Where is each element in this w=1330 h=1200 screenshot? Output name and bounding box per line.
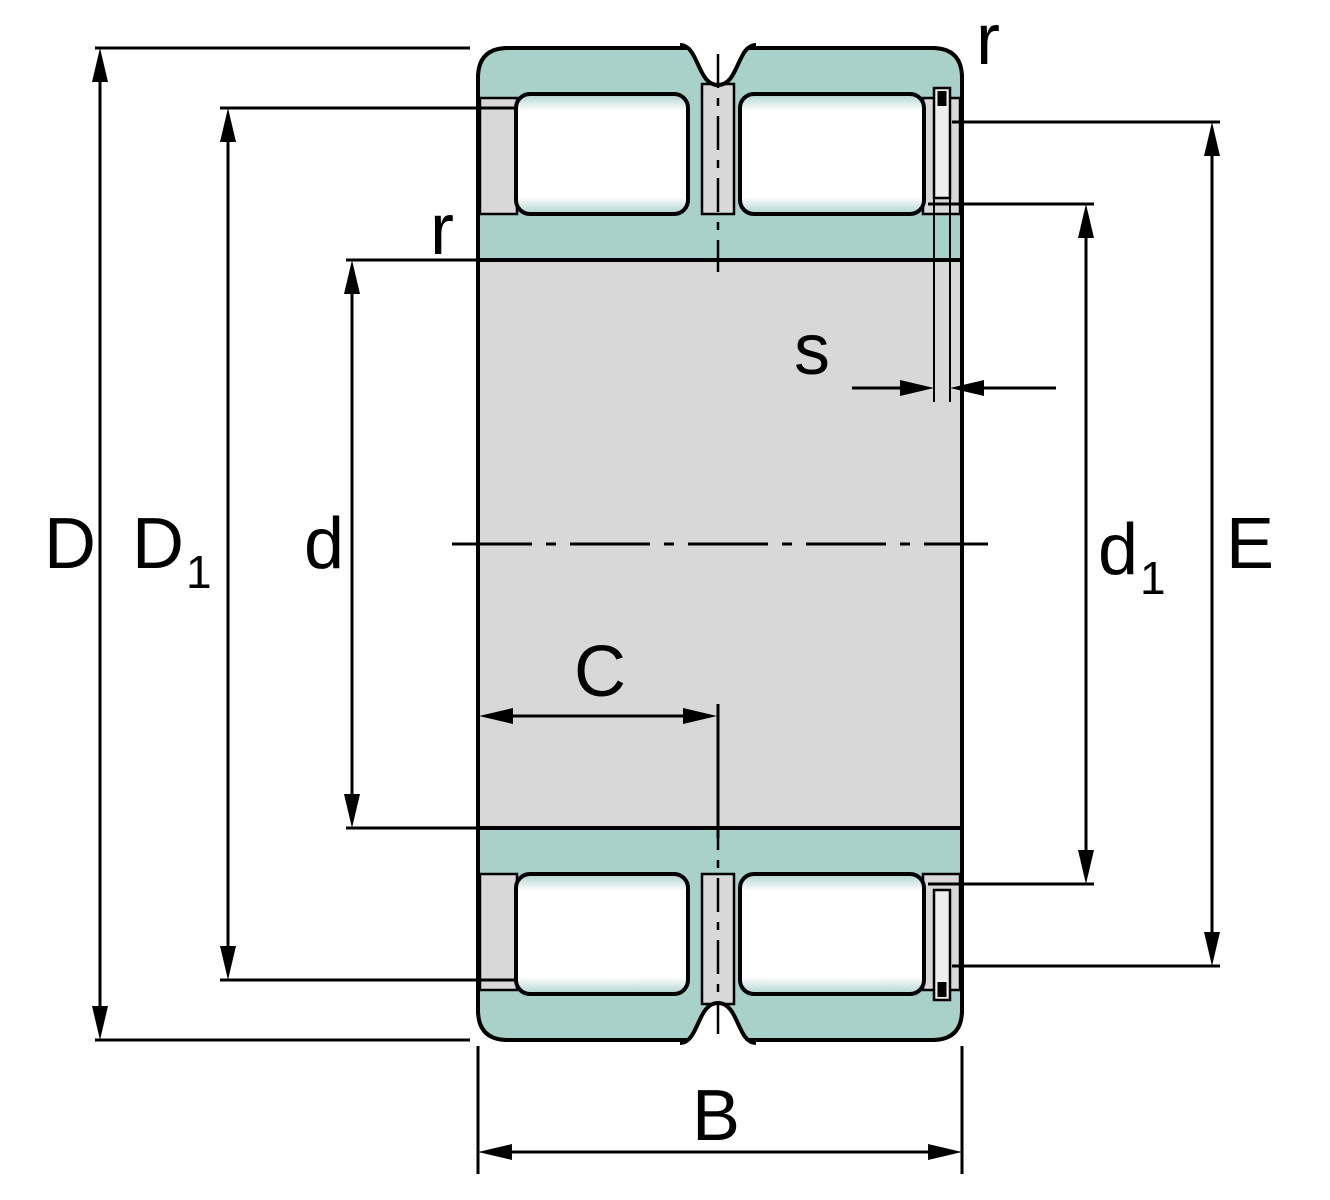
label-B: B bbox=[692, 1076, 740, 1156]
label-d: d bbox=[304, 504, 344, 584]
arrowhead-left bbox=[950, 380, 984, 396]
roller-bottom-left bbox=[514, 872, 690, 996]
label-r-outer: r bbox=[976, 0, 1000, 80]
dimension-d bbox=[344, 258, 479, 830]
dimension-C bbox=[479, 704, 720, 838]
arrowhead-up bbox=[1078, 204, 1094, 238]
dimension-B bbox=[476, 1046, 964, 1174]
label-D1: D bbox=[132, 504, 184, 584]
arrowhead-up bbox=[344, 260, 360, 294]
label-E: E bbox=[1226, 504, 1274, 584]
arrowhead-right bbox=[928, 1144, 962, 1160]
roller-bottom-right bbox=[738, 872, 926, 996]
roller-top-left bbox=[514, 92, 690, 216]
side-gap-bottom-left bbox=[478, 872, 519, 992]
label-D1-subscript: 1 bbox=[186, 546, 212, 598]
arrowhead-up bbox=[220, 108, 236, 142]
roller-top-right bbox=[738, 92, 926, 216]
snap-ring-top bbox=[937, 91, 947, 106]
label-r-inner: r bbox=[430, 190, 454, 270]
arrowhead-up bbox=[92, 48, 108, 82]
dimension-D bbox=[92, 46, 470, 1042]
label-C: C bbox=[574, 632, 626, 712]
arrowhead-down bbox=[344, 794, 360, 828]
arrowhead-down bbox=[220, 946, 236, 980]
snap-ring-bottom bbox=[937, 982, 947, 997]
arrowhead-right bbox=[683, 708, 717, 724]
arrowhead-up bbox=[1204, 122, 1220, 156]
arrowhead-left bbox=[479, 708, 513, 724]
label-d1-subscript: 1 bbox=[1140, 552, 1166, 604]
dimension-s bbox=[852, 198, 1056, 402]
dimension-d1 bbox=[928, 202, 1094, 886]
arrowhead-left bbox=[478, 1144, 512, 1160]
dimension-E bbox=[952, 120, 1220, 968]
label-d1: d bbox=[1098, 510, 1138, 590]
snap-ring-groove-top bbox=[932, 86, 952, 200]
arrowhead-down bbox=[1078, 850, 1094, 884]
snap-ring-groove-bottom bbox=[932, 888, 952, 1002]
arrowhead-down bbox=[1204, 932, 1220, 966]
dimension-D1 bbox=[220, 106, 517, 982]
label-D: D bbox=[44, 504, 96, 584]
arrowhead-down bbox=[92, 1006, 108, 1040]
arrowhead-right bbox=[900, 380, 934, 396]
label-s: s bbox=[794, 310, 830, 390]
side-gap-top-left bbox=[478, 96, 519, 216]
